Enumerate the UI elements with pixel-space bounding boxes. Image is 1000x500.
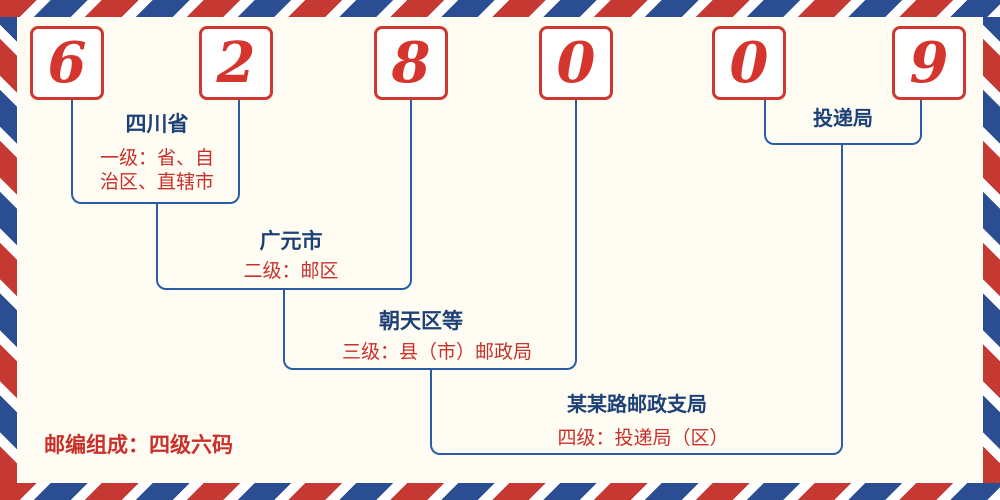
- connector-level1-right: [155, 100, 240, 204]
- level1-place-name: 四川省: [125, 112, 189, 136]
- composition-note: 邮编组成：四级六码: [44, 433, 233, 457]
- postal-digit-box-4: 0: [539, 26, 613, 100]
- connector-level3-left: [283, 290, 430, 370]
- connector-delivery-left: [764, 100, 843, 145]
- airmail-stripe-bottom: [0, 483, 1000, 500]
- level1-desc-line1: 一级：省、自: [99, 147, 214, 169]
- airmail-stripe-top: [0, 0, 1000, 17]
- postal-digit-box-1: 6: [30, 26, 104, 100]
- level1-desc-line2: 治区、直辖市: [99, 171, 214, 193]
- connector-delivery-right: [843, 100, 922, 145]
- connector-level4-left: [430, 370, 637, 455]
- delivery-office-label: 投递局: [813, 106, 873, 130]
- postal-digit-box-3: 8: [374, 26, 448, 100]
- postal-digit-4: 0: [556, 30, 596, 96]
- postal-digit-box-6: 9: [892, 26, 966, 100]
- connector-level1-left: [71, 100, 155, 204]
- postal-digit-5: 0: [729, 30, 769, 96]
- level2-place-name: 广元市: [259, 229, 323, 253]
- postal-digit-box-2: 2: [199, 26, 273, 100]
- connector-level2-left: [156, 204, 284, 290]
- connector-level3-right: [430, 100, 577, 370]
- airmail-stripe-right: [983, 17, 1000, 483]
- connector-level4-right: [637, 145, 843, 455]
- level4-place-name: 某某路邮政支局: [567, 392, 707, 416]
- connector-level2-right: [284, 100, 412, 290]
- level2-desc: 二级：邮区: [243, 260, 339, 282]
- postal-digit-2: 2: [216, 30, 256, 96]
- postal-digit-3: 8: [391, 30, 431, 96]
- postal-digit-1: 6: [47, 30, 87, 96]
- postal-digit-6: 9: [909, 30, 949, 96]
- postal-digit-box-5: 0: [712, 26, 786, 100]
- level3-place-name: 朝天区等: [379, 309, 463, 333]
- level3-desc: 三级：县（市）邮政局: [341, 341, 532, 363]
- airmail-stripe-left: [0, 17, 17, 483]
- level4-desc: 四级：投递局（区）: [557, 427, 729, 449]
